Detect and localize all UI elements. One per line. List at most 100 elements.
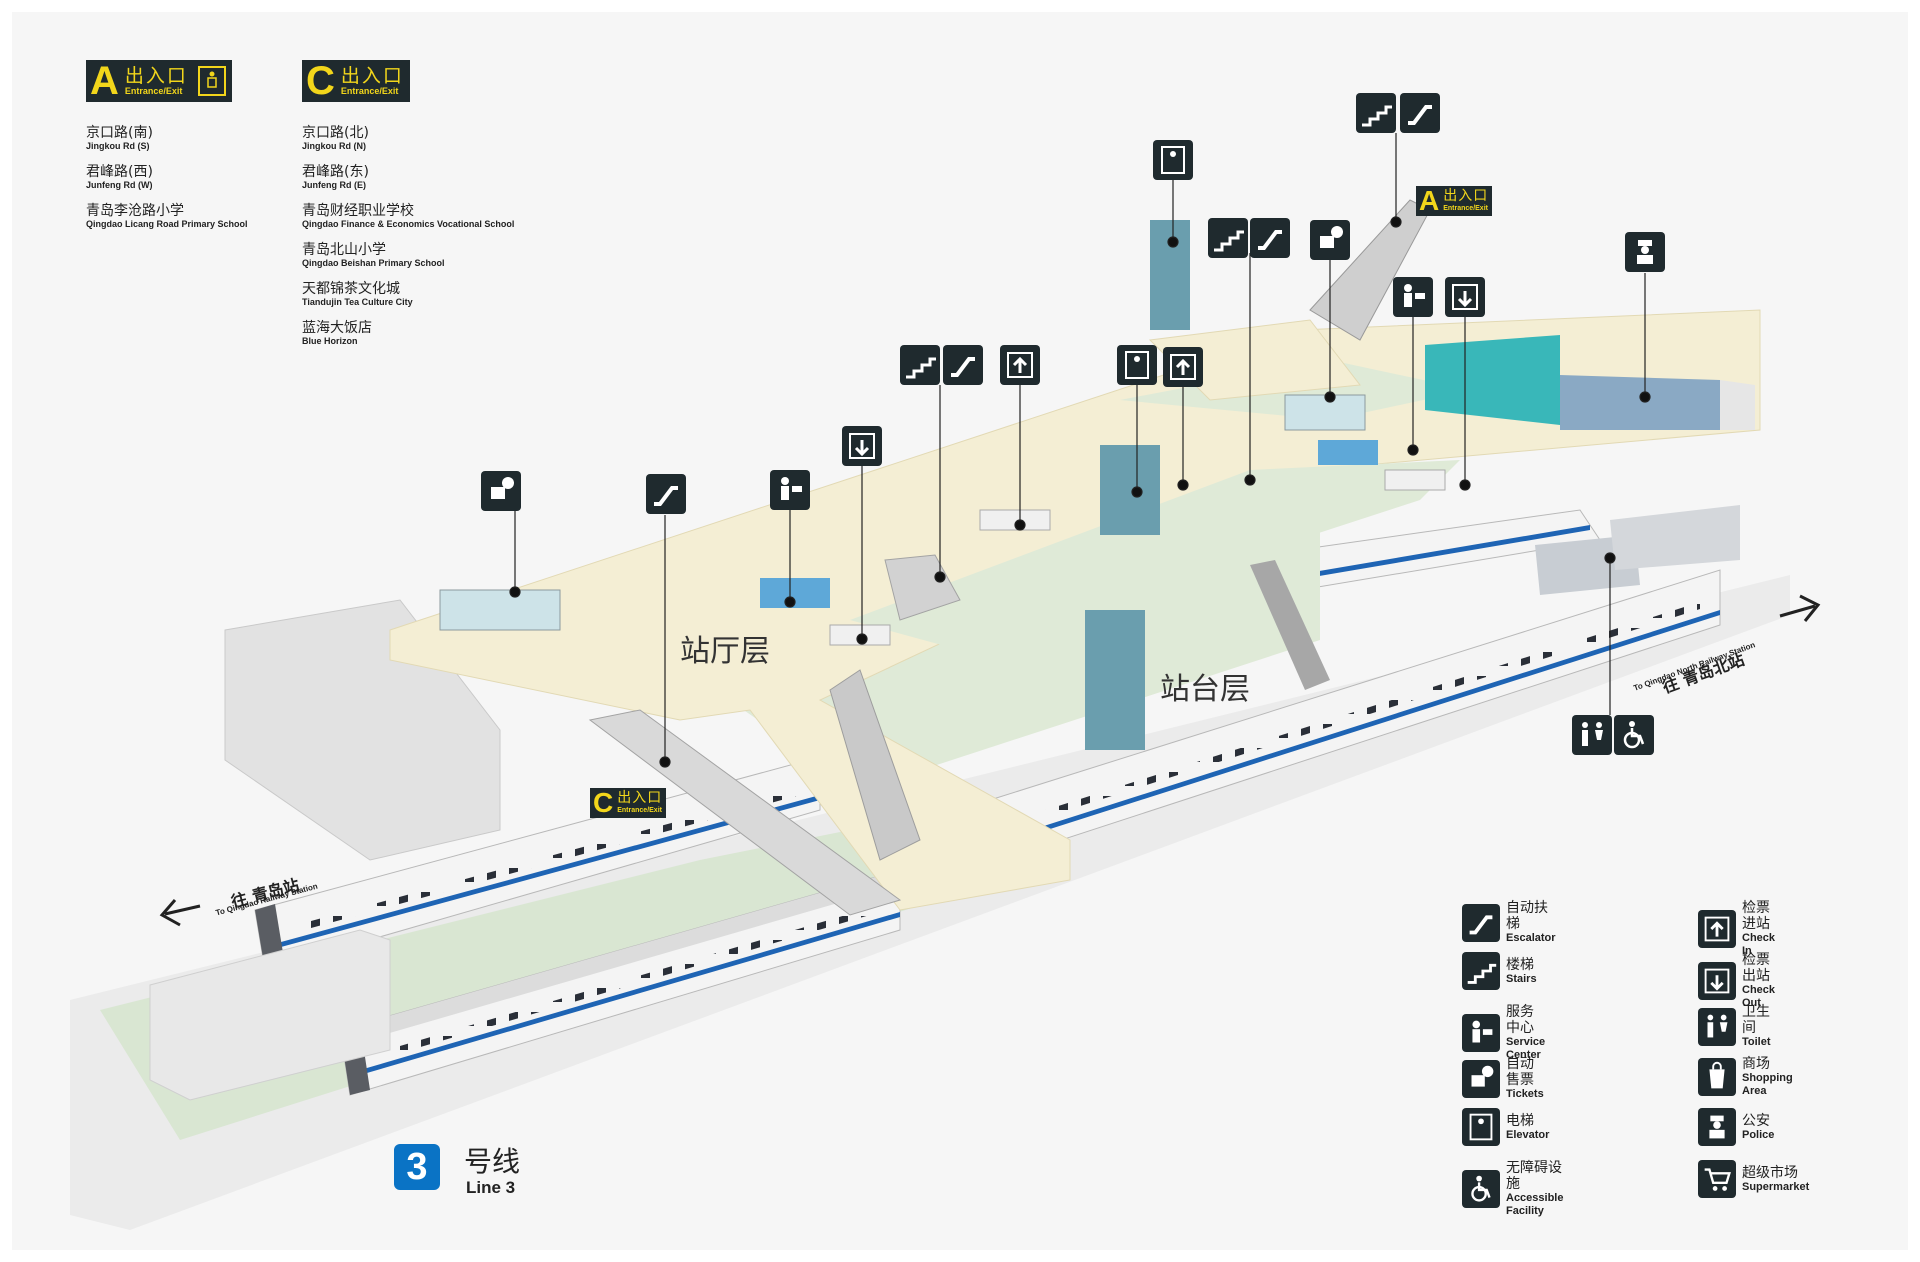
entrance-a-letter: A	[90, 59, 119, 103]
legend-en: Stairs	[1506, 972, 1537, 985]
elevator-icon	[1117, 345, 1157, 385]
legend-en: Supermarket	[1742, 1180, 1810, 1193]
legend-cn: 无障碍设施	[1506, 1160, 1562, 1192]
arrow-left	[159, 899, 201, 927]
legend-cn: 检票进站	[1742, 900, 1770, 932]
elevator-icon	[1462, 1108, 1500, 1146]
elevator-icon	[197, 66, 226, 96]
ticket-machines-right	[1284, 394, 1366, 431]
legend-en: Elevator	[1506, 1128, 1550, 1141]
line-name-cn: 号线	[464, 1145, 521, 1178]
supermarket-icon	[1698, 1160, 1736, 1198]
legend-cn: 商场	[1742, 1056, 1770, 1072]
entrance-a-scene-cn: 出入口	[1443, 188, 1489, 204]
entrance-c-destinations: 京口路(北)Jingkou Rd (N) 君峰路(东)Junfeng Rd (E…	[302, 125, 514, 359]
shopping-block-2	[1560, 375, 1720, 430]
check-out-icon	[1698, 962, 1736, 1000]
tickets-icon	[481, 471, 521, 511]
escalator-icon	[646, 474, 686, 514]
line-number-badge: 3	[394, 1144, 440, 1190]
support-pillar	[1250, 560, 1330, 690]
tickets-icon	[1310, 220, 1350, 260]
service-center-icon	[1462, 1014, 1500, 1052]
ticket-machines-left	[439, 589, 561, 631]
destination-item: 京口路(北)Jingkou Rd (N)	[302, 125, 369, 151]
entrance-a-en: Entrance/Exit	[124, 85, 183, 96]
entrance-c-letter: C	[306, 59, 335, 103]
shopping-block	[1425, 335, 1560, 425]
right-end-block	[1720, 380, 1755, 430]
service-center-icon	[1393, 277, 1433, 317]
entrance-c-scene-letter: C	[593, 787, 614, 818]
legend-cn: 卫生间	[1742, 1004, 1770, 1036]
left-end-block-lower	[149, 929, 391, 1101]
legend-en: Accessible Facility	[1506, 1192, 1564, 1217]
leader-lines	[509, 133, 1651, 768]
legend-en: Check In	[1742, 932, 1776, 957]
legend-en: Escalator	[1506, 932, 1556, 944]
gates-right	[1384, 469, 1446, 491]
legend-en: Tickets	[1506, 1088, 1544, 1100]
legend-en: Toilet	[1742, 1036, 1771, 1048]
entrance-a-cn: 出入口	[124, 64, 188, 87]
concourse-green-zone	[850, 460, 1460, 650]
legend-cn: 自动售票	[1506, 1056, 1534, 1088]
entrance-c-scene-en: Entrance/Exit	[617, 807, 662, 814]
legend-cn: 检票出站	[1742, 952, 1770, 984]
destination-item: 君峰路(东)Junfeng Rd (E)	[302, 164, 369, 190]
entrance-c-en: Entrance/Exit	[340, 85, 399, 96]
accessible-icon	[1462, 1170, 1500, 1208]
legend-cn: 自动扶梯	[1506, 900, 1548, 932]
entrance-c-cn: 出入口	[340, 64, 404, 87]
concourse-level-label: 站厅层	[680, 634, 770, 669]
line-name-en: Line 3	[466, 1178, 516, 1197]
entrance-c-scene-cn: 出入口	[617, 790, 663, 806]
entrance-a-scene-en: Entrance/Exit	[1443, 205, 1488, 212]
legend-en: Service Center	[1506, 1036, 1546, 1061]
escalator-icon	[1250, 218, 1290, 258]
train-lower-front	[339, 869, 901, 1096]
train-lower-back	[254, 756, 821, 971]
service-center-icon	[770, 470, 810, 510]
arrow-right	[1779, 594, 1821, 622]
legend-cn: 超级市场	[1742, 1164, 1798, 1181]
legend-cn: 服务中心	[1506, 1004, 1534, 1036]
toilet-icon	[1698, 1007, 1736, 1046]
stairs-icon	[900, 345, 940, 385]
service-counter-right	[1318, 440, 1378, 465]
legend-cn: 楼梯	[1506, 956, 1534, 973]
entrance-a-destinations: 京口路(南)Jingkou Rd (S) 君峰路(西)Junfeng Rd (W…	[86, 125, 248, 242]
stairs-icon	[1356, 93, 1396, 133]
toilet-icon	[1572, 715, 1612, 755]
check-out-icon	[1445, 277, 1485, 317]
concourse-slab	[389, 309, 1761, 911]
accessible-icon	[1614, 715, 1654, 755]
check-out-icon	[842, 426, 882, 466]
check-in-icon	[1000, 345, 1040, 385]
train-right-front	[989, 569, 1721, 861]
escalator-icon	[943, 345, 983, 385]
shopping-icon	[1698, 1058, 1736, 1096]
platform-level-label: 站台层	[1160, 672, 1250, 707]
elevator-shaft-platform	[1085, 610, 1145, 750]
legend-en: Shopping Area	[1742, 1072, 1793, 1097]
legend-cn: 电梯	[1506, 1112, 1534, 1129]
stairs-platform	[829, 669, 921, 861]
